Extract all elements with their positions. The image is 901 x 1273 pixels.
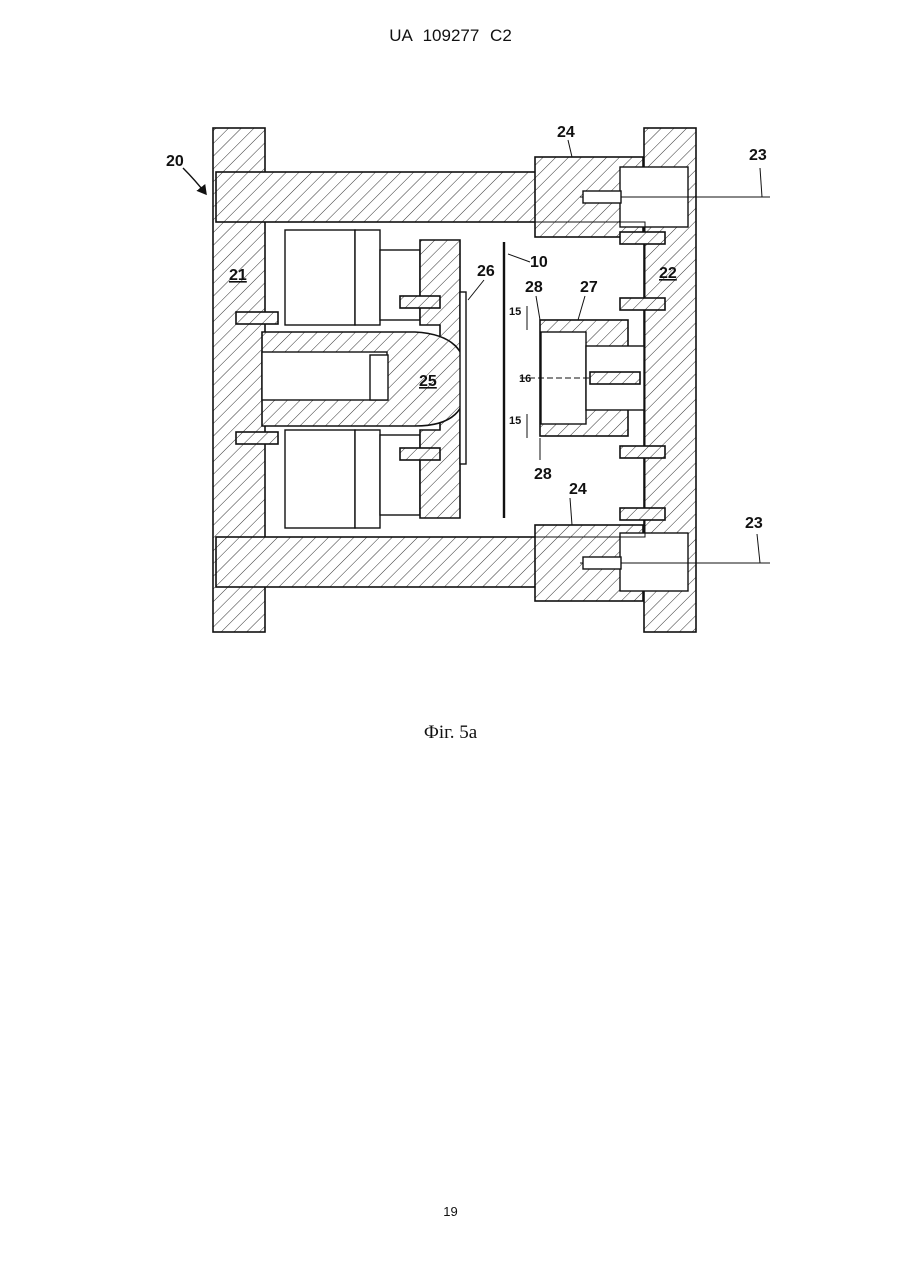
left-column-top	[285, 230, 355, 325]
label-25: 25	[419, 373, 437, 390]
label-15-bottom: 15	[509, 415, 521, 427]
bottom-tie-cap	[620, 533, 688, 591]
label-15-top: 15	[509, 306, 521, 318]
label-10: 10	[530, 254, 548, 271]
label-28-bottom: 28	[534, 466, 552, 483]
label-23-bottom: 23	[745, 515, 763, 532]
mold-assembly-drawing: 20 21 22 23 23 24 24 25 26 10 27 28 28 1…	[0, 0, 901, 700]
punch-core	[262, 352, 387, 400]
label-20: 20	[166, 153, 184, 170]
label-28-top: 28	[525, 279, 543, 296]
label-24-top: 24	[557, 124, 575, 141]
film-strip	[460, 292, 466, 464]
figure-caption: Фіг. 5а	[0, 722, 901, 744]
label-16: 16	[519, 373, 531, 385]
label-22: 22	[659, 265, 677, 282]
page-number: 19	[0, 1204, 901, 1219]
left-column-bottom	[285, 430, 355, 528]
label-26: 26	[477, 263, 495, 280]
label-23-top: 23	[749, 147, 767, 164]
label-24-bottom: 24	[569, 481, 587, 498]
label-27: 27	[580, 279, 598, 296]
label-21: 21	[229, 267, 247, 284]
